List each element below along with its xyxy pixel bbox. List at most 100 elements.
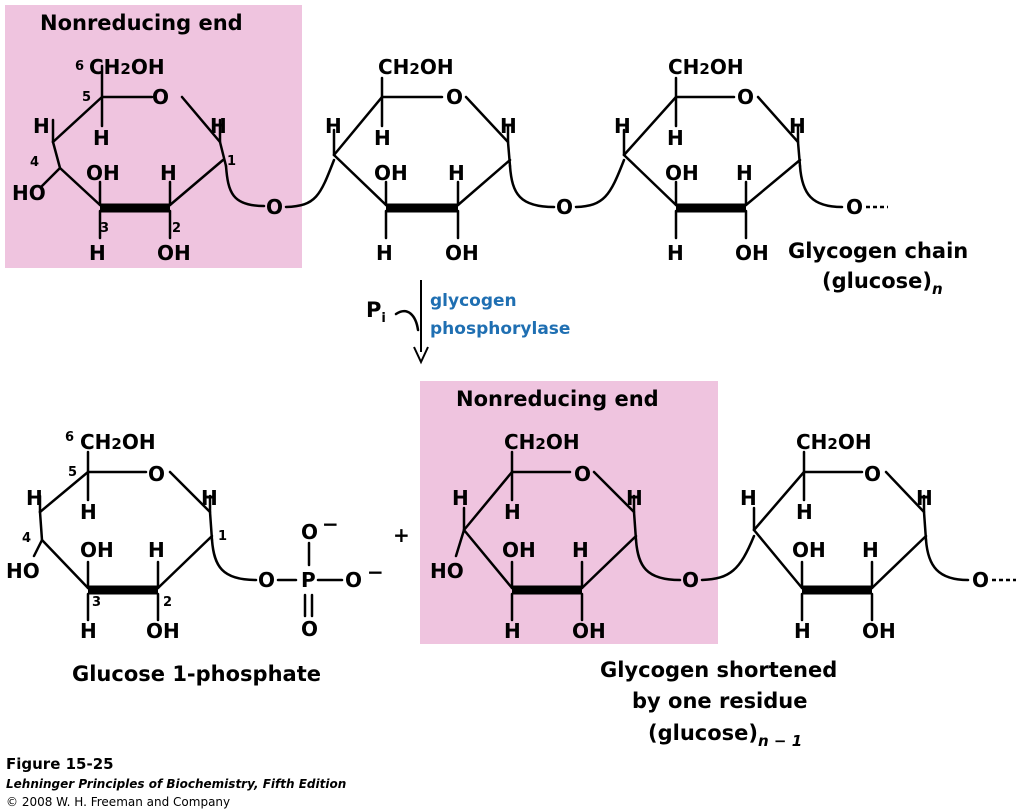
carbon-2-number: 2 <box>172 221 181 236</box>
chain-end-oxygen: O <box>846 195 863 219</box>
glucose-ring-2: O CH2OH H H OH H H OH H <box>325 55 556 265</box>
negative-charge: − <box>322 512 339 536</box>
oh-group: OH <box>862 619 896 643</box>
phosphorus-atom: P <box>301 568 316 592</box>
h-atom: H <box>796 500 813 524</box>
carbon-5-number: 5 <box>82 90 91 105</box>
glucose-ring-3: O CH2OH H H OH H H OH H <box>614 55 844 265</box>
chain-end-oxygen: O <box>972 568 989 592</box>
glycogen-chain-label: Glycogen chain <box>788 239 968 263</box>
ring-oxygen: O <box>148 462 165 486</box>
carbon-6-number: 6 <box>65 430 74 445</box>
h-atom: H <box>740 486 757 510</box>
enzyme-label-phosphorylase: phosphorylase <box>430 319 570 339</box>
h-atom: H <box>572 538 589 562</box>
h-atom: H <box>736 161 753 185</box>
enzyme-label-glycogen: glycogen <box>430 291 517 311</box>
reaction-arrow-head <box>413 346 429 365</box>
phosphate-oxygen-top: O <box>301 520 318 544</box>
glucose-ring-4: O CH2OH H H HO OH H H OH H <box>430 430 682 643</box>
carbon-4-number: 4 <box>22 531 31 546</box>
h-atom: H <box>89 241 106 265</box>
glycosidic-oxygen: O <box>556 195 573 219</box>
glycosidic-oxygen: O <box>682 568 699 592</box>
h-atom: H <box>201 486 218 510</box>
h-atom: H <box>626 486 643 510</box>
nonreducing-end-highlight-bottom <box>420 381 718 644</box>
h-atom: H <box>794 619 811 643</box>
h-atom: H <box>33 114 50 138</box>
oh-group: OH <box>735 241 769 265</box>
h-atom: H <box>862 538 879 562</box>
h-atom: H <box>614 114 631 138</box>
glucose-ring-5: O CH2OH H H OH H H OH H <box>740 430 970 643</box>
nonreducing-end-label-bottom: Nonreducing end <box>456 387 659 411</box>
oh-group: OH <box>374 161 408 185</box>
oh-group: OH <box>792 538 826 562</box>
h-atom: H <box>667 126 684 150</box>
oh-group: OH <box>665 161 699 185</box>
ho-group: HO <box>430 559 464 583</box>
phosphate-ester-oxygen: O <box>258 568 275 592</box>
glucose-n-label: (glucose)n <box>822 269 943 298</box>
h-atom: H <box>160 161 177 185</box>
glycogen-shortened-label-line1: Glycogen shortened <box>600 658 837 682</box>
h-atom: H <box>93 126 110 150</box>
carbon-3-number: 3 <box>92 595 101 610</box>
carbon-5-number: 5 <box>68 465 77 480</box>
nonreducing-end-highlight-top <box>5 5 302 268</box>
ring-oxygen: O <box>737 85 754 109</box>
copyright-line: © 2008 W. H. Freeman and Company <box>6 795 230 809</box>
figure-number: Figure 15-25 <box>6 755 114 773</box>
plus-sign: + <box>393 523 410 547</box>
h-atom: H <box>80 619 97 643</box>
h-atom: H <box>504 619 521 643</box>
h-atom: H <box>80 500 97 524</box>
carbon-6-number: 6 <box>75 59 84 74</box>
ch2oh-group: CH2OH <box>668 55 744 79</box>
phosphate-oxygen-right: O <box>345 568 362 592</box>
nonreducing-end-label-top: Nonreducing end <box>40 11 243 35</box>
ch2oh-group: CH2OH <box>378 55 454 79</box>
oh-group: OH <box>502 538 536 562</box>
ch2oh-group: CH2OH <box>504 430 580 454</box>
h-atom: H <box>452 486 469 510</box>
carbon-1-number: 1 <box>227 154 236 169</box>
h-atom: H <box>448 161 465 185</box>
h-atom: H <box>504 500 521 524</box>
phosphate-oxygen-bottom: O <box>301 617 318 641</box>
glucose-1-phosphate-ring: O 6 CH2OH 5 H H 4 HO OH H 3 2 H OH H 1 <box>6 430 258 643</box>
h-atom: H <box>789 114 806 138</box>
h-atom: H <box>376 241 393 265</box>
oh-group: OH <box>80 538 114 562</box>
glucose-n-minus-1-label: (glucose)n − 1 <box>648 721 802 750</box>
ch2oh-group: CH2OH <box>80 430 156 454</box>
oh-group: OH <box>157 241 191 265</box>
inorganic-phosphate-label: Pi <box>366 298 386 326</box>
oh-group: OH <box>572 619 606 643</box>
ch2oh-group: CH2OH <box>796 430 872 454</box>
h-atom: H <box>148 538 165 562</box>
ring-oxygen: O <box>152 85 169 109</box>
ring-oxygen: O <box>446 85 463 109</box>
oh-group: OH <box>86 161 120 185</box>
carbon-4-number: 4 <box>30 155 39 170</box>
phosphate-curve-arrow <box>394 309 420 332</box>
h-atom: H <box>210 114 227 138</box>
h-atom: H <box>26 486 43 510</box>
glycogen-shortened-label-line2: by one residue <box>632 689 808 713</box>
ho-group: HO <box>6 559 40 583</box>
h-atom: H <box>500 114 517 138</box>
h-atom: H <box>374 126 391 150</box>
h-atom: H <box>916 486 933 510</box>
h-atom: H <box>667 241 684 265</box>
phosphate-group: O P O − O − O <box>258 512 384 641</box>
glucose-ring-1: O 6 CH2OH 5 H H 4 HO OH H 3 2 H OH H 1 <box>12 55 266 265</box>
ring-oxygen: O <box>574 462 591 486</box>
negative-charge: − <box>367 560 384 584</box>
ring-oxygen: O <box>864 462 881 486</box>
ho-group: HO <box>12 181 46 205</box>
glucose-1-phosphate-label: Glucose 1-phosphate <box>72 662 321 686</box>
